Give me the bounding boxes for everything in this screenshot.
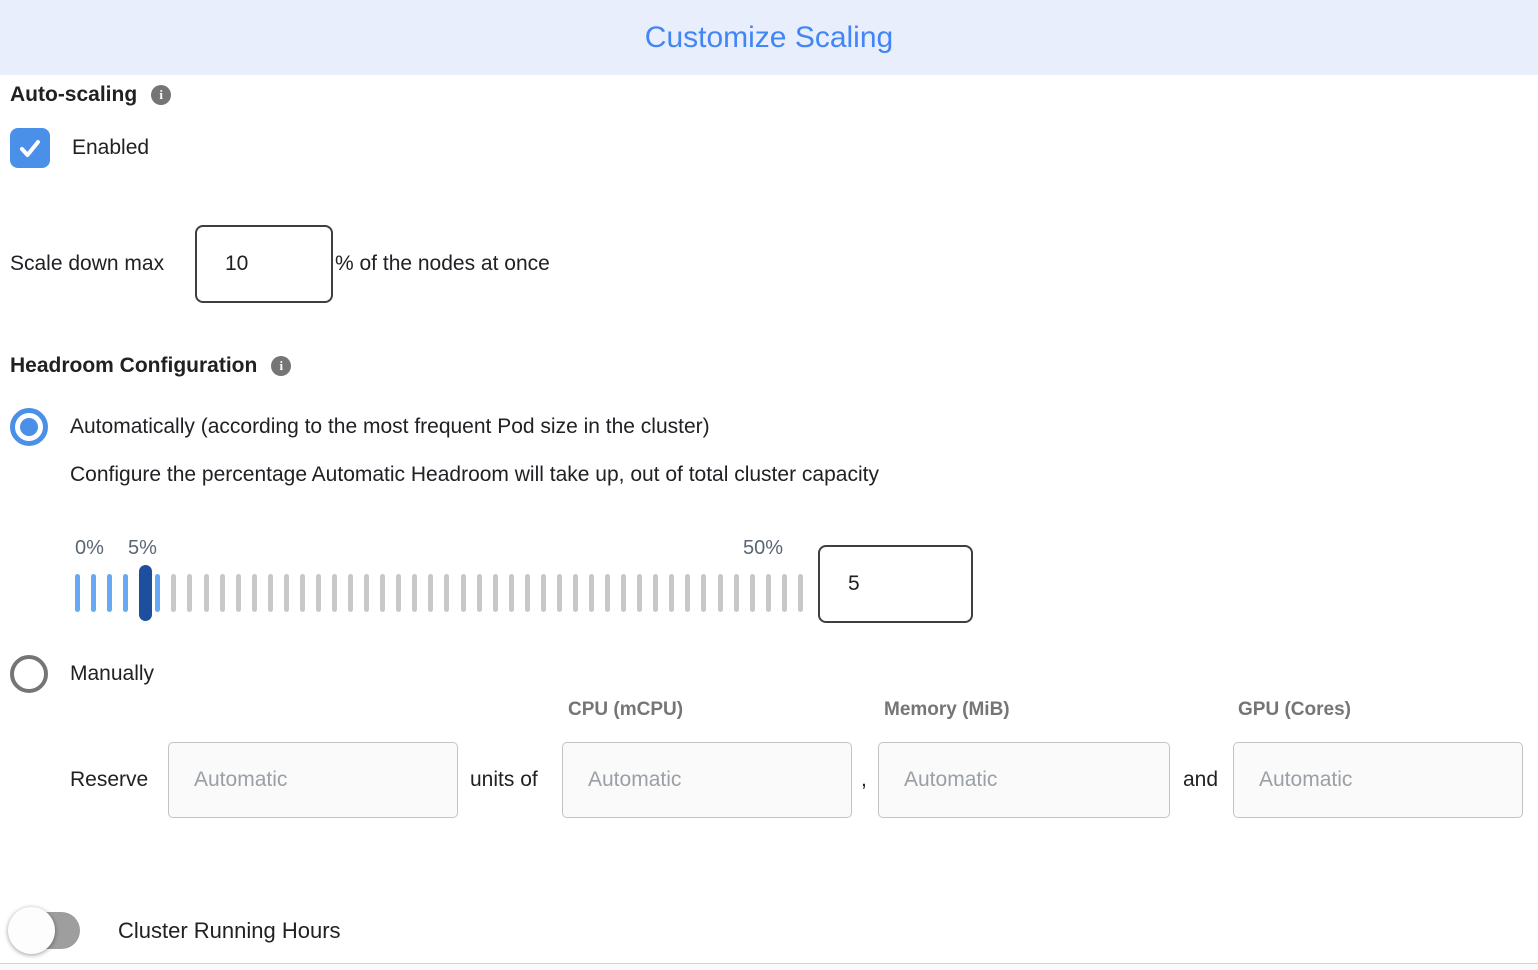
slider-tick [781, 574, 787, 612]
auto-scaling-heading: Auto-scaling [10, 83, 138, 106]
slider-tick [460, 574, 466, 612]
reserve-memory-input[interactable] [878, 742, 1170, 818]
slider-tick [396, 574, 402, 612]
headroom-description: Configure the percentage Automatic Headr… [70, 463, 879, 486]
auto-radio-selected[interactable] [10, 408, 48, 446]
slider-tick [621, 574, 627, 612]
slider-tick [637, 574, 643, 612]
manual-radio-label: Manually [70, 662, 155, 685]
page-title: Customize Scaling [644, 20, 894, 54]
auto-radio-label: Automatically (according to the most fre… [70, 415, 710, 438]
slider-tick [428, 574, 434, 612]
slider-tick [91, 574, 97, 612]
slider-tick [492, 574, 498, 612]
reserve-label: Reserve [70, 768, 149, 791]
auto-scaling-heading-row: Auto-scaling i [10, 83, 172, 107]
headroom-auto-option-row: Automatically (according to the most fre… [10, 408, 710, 446]
slider-tick [605, 574, 611, 612]
slider-tick [348, 574, 354, 612]
enabled-checkbox[interactable] [10, 128, 50, 168]
slider-tick [685, 574, 691, 612]
scale-down-row: Scale down max % of the nodes at once [10, 225, 550, 303]
slider-current-label: 5% [128, 537, 157, 559]
toggle-knob [8, 907, 55, 954]
headroom-slider-handle[interactable] [139, 565, 152, 621]
cluster-running-hours-toggle[interactable] [8, 907, 80, 954]
headroom-slider-track[interactable] [75, 574, 803, 612]
slider-tick [187, 574, 193, 612]
slider-tick [380, 574, 386, 612]
slider-tick [717, 574, 723, 612]
slider-labels: 0% 5% 50% [75, 537, 803, 563]
cluster-running-hours-label: Cluster Running Hours [118, 917, 341, 943]
auto-scaling-enabled-row: Enabled [10, 128, 149, 168]
slider-tick [332, 574, 337, 612]
reserve-gpu-input[interactable] [1233, 742, 1523, 818]
headroom-heading-row: Headroom Configuration i [10, 354, 292, 378]
slider-tick [107, 574, 113, 612]
slider-min-label: 0% [75, 537, 104, 559]
slider-tick [797, 574, 803, 612]
slider-tick [123, 574, 129, 612]
info-icon[interactable]: i [151, 85, 172, 105]
manual-reserve-row: Reserve units of , and [0, 742, 1538, 818]
slider-tick [283, 574, 289, 612]
slider-tick [765, 574, 771, 612]
scale-down-suffix: % of the nodes at once [335, 252, 550, 275]
checkmark-icon [20, 140, 40, 157]
panel-header: Customize Scaling [0, 0, 1538, 75]
slider-tick [556, 574, 562, 612]
slider-tick [235, 574, 241, 612]
slider-tick [364, 574, 370, 612]
slider-tick [412, 574, 418, 612]
headroom-heading: Headroom Configuration [10, 354, 258, 377]
slider-tick [171, 574, 177, 612]
slider-tick [749, 574, 755, 612]
slider-tick [476, 574, 482, 612]
slider-tick [701, 574, 707, 612]
units-of-label: units of [470, 768, 538, 791]
slider-tick [508, 574, 514, 612]
slider-max-label: 50% [743, 537, 784, 559]
reserve-cpu-input[interactable] [562, 742, 852, 818]
bottom-divider [0, 963, 1538, 964]
enabled-checkbox-label: Enabled [72, 136, 150, 159]
slider-tick [524, 574, 530, 612]
manual-radio-unselected[interactable] [10, 655, 48, 693]
slider-tick [219, 574, 225, 612]
reserve-units-input[interactable] [168, 742, 458, 818]
slider-tick [267, 574, 273, 612]
column-header-memory: Memory (MiB) [884, 699, 1010, 720]
scale-down-label: Scale down max [10, 252, 165, 275]
scale-down-input[interactable] [195, 225, 333, 303]
slider-tick [589, 574, 594, 612]
radio-dot [20, 418, 38, 436]
info-icon[interactable]: i [271, 356, 292, 376]
cluster-running-hours-row: Cluster Running Hours [8, 907, 341, 954]
slider-tick [733, 574, 739, 612]
slider-value-wrap [818, 545, 973, 623]
bottom-strip [0, 964, 1538, 970]
slider-tick [444, 574, 450, 612]
headroom-manual-option-row: Manually [10, 655, 154, 693]
slider-tick [299, 574, 305, 612]
slider-tick [540, 574, 546, 612]
slider-tick [315, 574, 321, 612]
column-header-gpu: GPU (Cores) [1238, 699, 1351, 720]
slider-tick [75, 574, 80, 612]
slider-tick [572, 574, 578, 612]
slider-tick [155, 574, 161, 612]
column-header-cpu: CPU (mCPU) [568, 699, 684, 720]
slider-tick [203, 574, 209, 612]
and-label: and [1183, 768, 1219, 791]
slider-tick [251, 574, 257, 612]
slider-tick [653, 574, 659, 612]
comma-separator: , [861, 768, 867, 791]
headroom-percent-input[interactable] [818, 545, 973, 623]
slider-tick [669, 574, 675, 612]
